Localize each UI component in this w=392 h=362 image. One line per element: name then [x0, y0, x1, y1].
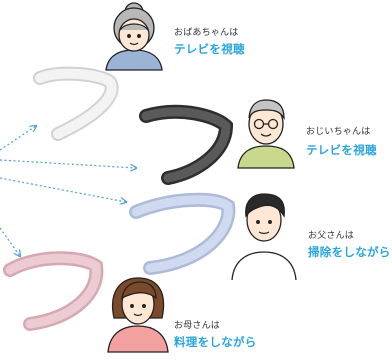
- arrow-to-black-band: [0, 159, 136, 168]
- grandfather-label: おじいちゃんは: [306, 127, 371, 137]
- dotted-arrows: [0, 126, 136, 256]
- grandfather-avatar: [237, 99, 295, 169]
- neckband-speaker-pink: [3, 251, 104, 331]
- neckband-speaker-black: [139, 104, 234, 185]
- grandmother-activity: テレビを視聴: [174, 42, 245, 56]
- father-activity: 掃除をしながら: [308, 245, 391, 259]
- arrow-to-pink-band: [0, 227, 20, 256]
- grandmother-avatar: [105, 2, 163, 71]
- mother-label: お母さんは: [174, 321, 221, 331]
- grandfather-activity: テレビを視聴: [306, 143, 377, 157]
- grandmother-label: おばあちゃんは: [174, 28, 239, 38]
- arrow-to-blue-band: [0, 177, 126, 202]
- neckband-speaker-blue: [129, 192, 236, 275]
- neckband-speaker-white: [33, 66, 119, 141]
- mother-activity: 料理をしながら: [174, 335, 257, 349]
- father-label: お父さんは: [308, 231, 355, 241]
- mother-avatar: [107, 277, 169, 353]
- father-avatar: [231, 193, 297, 281]
- arrow-to-white-band: [0, 126, 36, 151]
